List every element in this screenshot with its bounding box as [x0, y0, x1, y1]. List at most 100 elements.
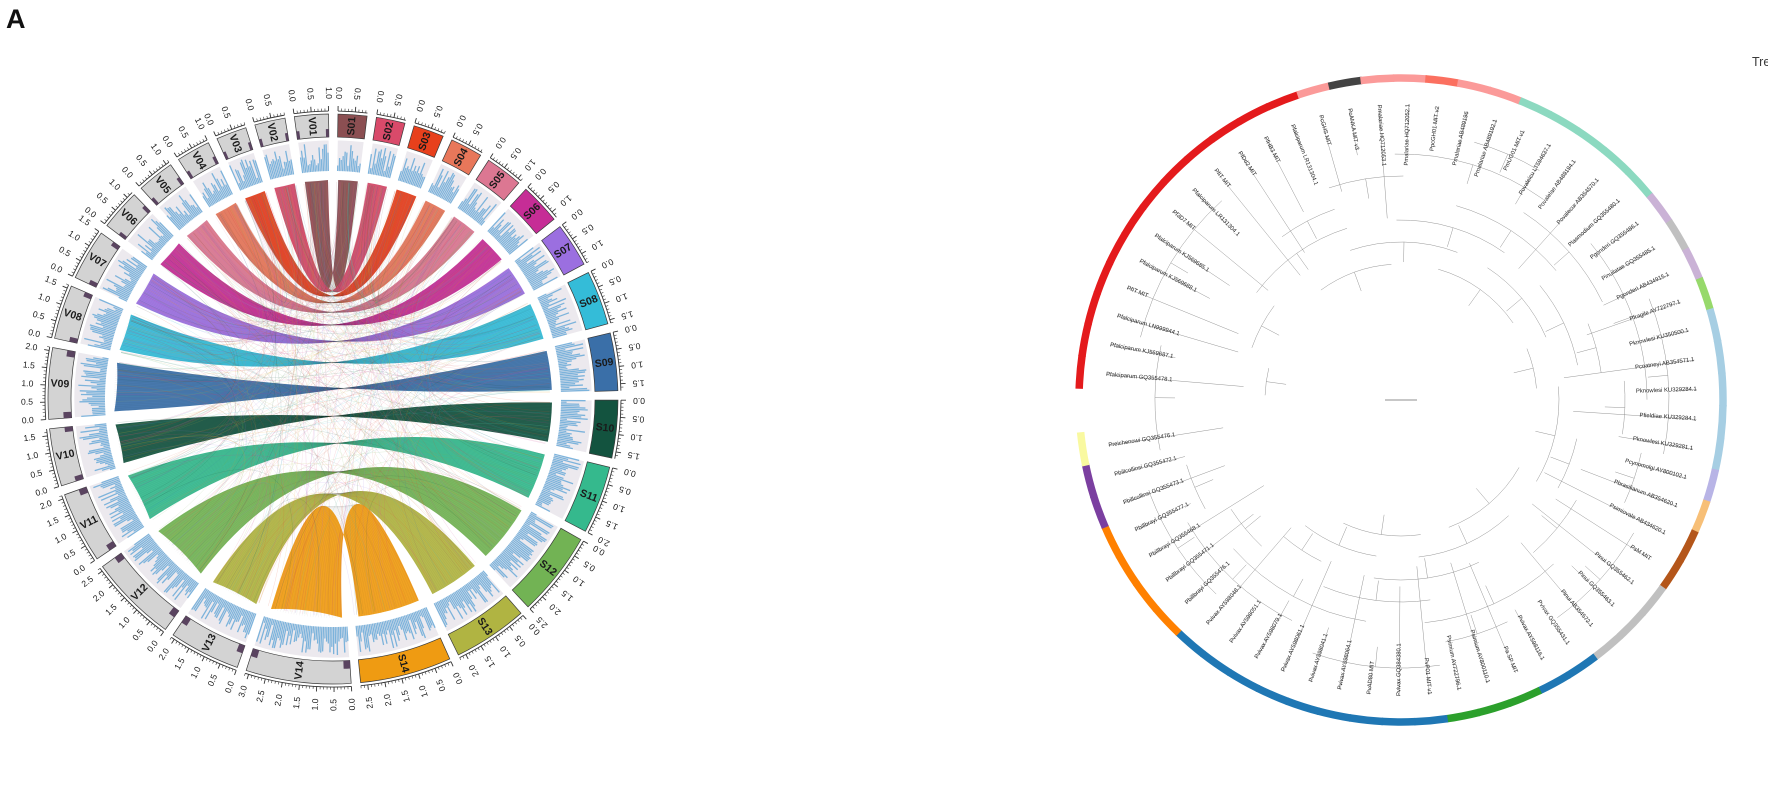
circos-ideogram-S12[interactable] — [511, 527, 582, 608]
tree-leaf-label[interactable]: Pgonderi GQ355486.1 — [1589, 221, 1640, 261]
tree-leaf-label[interactable]: PfIT MIT — [1126, 285, 1149, 299]
circos-ideogram-V03[interactable] — [216, 127, 254, 161]
circos-ideogram-V09[interactable] — [47, 347, 76, 420]
circos-ideogram-S10[interactable] — [588, 399, 619, 459]
circos-ideogram-V14[interactable] — [245, 648, 352, 685]
circos-segment-label-V14[interactable]: V14 — [292, 660, 306, 680]
tree-leaf-label[interactable]: Pbillbrayi GQ355477.1 — [1134, 502, 1190, 534]
circos-segment-label-S09[interactable]: S09 — [594, 356, 614, 370]
tree-leaf-label[interactable]: Pbillbrayi GQ355468.1 — [1148, 523, 1201, 559]
tree-leaf-label[interactable]: Pvivax AY598041.1 — [1308, 633, 1329, 683]
tree-leaf-label[interactable]: Pfalciparum KJ569688.1 — [1138, 259, 1198, 294]
circos-ideogram-V01[interactable] — [293, 113, 330, 140]
tree-leaf-label[interactable]: Pfalciparum KJ569687.1 — [1110, 342, 1174, 360]
tree-leaf-label[interactable]: Pvivax AY598048.1 — [1206, 584, 1244, 626]
tree-leaf-label[interactable]: Psimium AY800110.1 — [1468, 629, 1490, 684]
tree-leaf-label[interactable]: Pa SP MIT — [1502, 646, 1519, 675]
tree-leaf-label[interactable]: Pfalciparum GQ355478.1 — [1106, 372, 1173, 384]
circos-ideogram-S11[interactable] — [564, 461, 611, 532]
tree-leaf-label[interactable]: Pinui GQ355462.1 — [1593, 551, 1635, 586]
tree-leaf-label[interactable]: Pvivax GQ355431.1 — [1536, 599, 1571, 646]
tree-leaf-label[interactable]: Pbillbrayi GQ355471.1 — [1165, 543, 1216, 584]
tree-leaf-label[interactable]: Pvivax AY598116.1 — [1516, 615, 1545, 662]
tree-leaf-label[interactable]: Pbillcollinsi GQ355472.1 — [1114, 456, 1178, 478]
tree-leaf-label[interactable]: PcANKA MIT v3 — [1346, 108, 1359, 151]
circos-ideogram-S06[interactable] — [509, 188, 555, 235]
tree-leaf-label[interactable]: Pinuilatae GQ355485.1 — [1601, 246, 1657, 283]
circos-ideogram-S05[interactable] — [475, 159, 520, 201]
circos-ideogram-S03[interactable] — [407, 125, 444, 158]
tree-leaf-label[interactable]: Pknowlesi KU350500.1 — [1629, 328, 1690, 348]
tree-branch — [1450, 562, 1488, 684]
tree-leaf-label[interactable]: Pknowlesi KU329281.1 — [1632, 436, 1693, 452]
tree-leaf-label[interactable]: Pgonderi AB434915.1 — [1616, 272, 1670, 302]
tree-leaf-label[interactable]: Pfragile AY722797.1 — [1629, 299, 1681, 322]
circos-ideogram-V10[interactable] — [49, 425, 84, 487]
tree-leaf-label[interactable]: Pbrasilianum AB354620.1 — [1613, 479, 1678, 509]
tree-leaf-label[interactable]: PpcGH01 MIT v2 — [1430, 106, 1442, 151]
circos-segment-label-S03[interactable]: S03 — [416, 130, 434, 152]
tree-leaf-label[interactable]: Povaleicu LT594637.1 — [1518, 143, 1553, 196]
circos-segment-label-V09[interactable]: V09 — [50, 377, 69, 390]
circos-ideogram-S09[interactable] — [587, 332, 619, 392]
tree-leaf-label[interactable]: Pfieldiae KU329284.1 — [1639, 413, 1696, 423]
circos-ideogram-S07[interactable] — [541, 226, 585, 276]
circos-minor-link — [302, 183, 320, 614]
tree-leaf-label[interactable]: PvAD80 MIT — [1367, 660, 1377, 694]
circos-ideogram-S14[interactable] — [357, 637, 451, 684]
circos-ideogram-V12[interactable] — [102, 552, 180, 630]
tree-leaf-label[interactable]: Pfalciparum LR131304.1 — [1289, 124, 1318, 186]
circos-segment-label-V10[interactable]: V10 — [55, 447, 76, 463]
tree-leaf-label[interactable]: Pmalariae AB489192.1 — [1474, 119, 1499, 178]
circos-segment-label-V02[interactable]: V02 — [264, 122, 280, 143]
circos-ideogram-V07[interactable] — [74, 232, 121, 288]
circos-minor-link — [245, 200, 466, 307]
tree-leaf-label[interactable]: Pbillcollinsi GQ355473.1 — [1123, 478, 1185, 506]
tree-leaf-label[interactable]: PcGHS MIT — [1317, 114, 1331, 146]
circos-ideogram-S01[interactable] — [337, 113, 368, 140]
tree-leaf-label[interactable]: Pvivax AY598079.1 — [1254, 613, 1284, 660]
tree-leaf-label[interactable]: Pf3D7 MIT — [1171, 209, 1197, 232]
tree-leaf-label[interactable]: Pvivax AY598064.1 — [1337, 639, 1353, 690]
circos-ideogram-S04[interactable] — [441, 139, 482, 176]
tree-leaf-label[interactable]: Pknowlesi KU329284.1 — [1636, 387, 1697, 395]
tree-leaf-label[interactable]: PvP01 MIT v1 — [1423, 658, 1432, 695]
circos-ideogram-V04[interactable] — [178, 142, 219, 180]
tree-leaf-label[interactable]: Pvivax AY598061.1 — [1281, 624, 1307, 673]
circos-ideogram-V11[interactable] — [64, 486, 117, 560]
circos-segment-label-S10[interactable]: S10 — [595, 421, 615, 435]
tree-leaf-label[interactable]: PmUG01 MIT v1 — [1503, 129, 1527, 171]
circos-segment-label-S14[interactable]: S14 — [395, 653, 411, 674]
circos-ideogram-V06[interactable] — [106, 194, 151, 241]
tree-leaf-label[interactable]: Pfalciparum KJ569685.1 — [1153, 233, 1210, 274]
tree-leaf-label[interactable]: PfIT MIT — [1213, 168, 1232, 190]
circos-segment-label-S01[interactable]: S01 — [345, 116, 358, 136]
tree-leaf-label[interactable]: PsM MIT — [1629, 544, 1652, 562]
circos-ideogram-V08[interactable] — [54, 285, 93, 344]
circos-ideogram-S02[interactable] — [372, 116, 406, 146]
circos-ideogram-S08[interactable] — [567, 272, 609, 331]
tree-leaf-label[interactable]: PfHB3 MIT — [1262, 136, 1281, 165]
circos-histogram-bar — [422, 608, 432, 628]
circos-ideogram-V13[interactable] — [172, 615, 246, 668]
tree-leaf-label[interactable]: Pmalariae HQ712052.1 — [1404, 104, 1412, 166]
circos-ideogram-V05[interactable] — [140, 164, 185, 206]
tree-internal-branch — [1307, 220, 1317, 239]
tree-leaf-label[interactable]: Preichenowi GQ355476.1 — [1108, 432, 1176, 448]
tree-leaf-label[interactable]: Pfalciparum LR131304.1 — [1191, 188, 1241, 238]
tree-leaf-label[interactable]: Pvivax AY598051.1 — [1229, 599, 1263, 644]
circos-ideogram-S13[interactable] — [447, 595, 522, 656]
tree-leaf-label[interactable]: Pfalciparum LN999944.1 — [1116, 313, 1180, 337]
tree-leaf-label[interactable]: Pvivax GQ384380.1 — [1396, 643, 1402, 696]
tree-leaf-label[interactable]: Pcynomolgi AY800102.1 — [1624, 458, 1687, 481]
tree-leaf-label[interactable]: Pmalariae AB489196 — [1452, 110, 1470, 166]
tree-leaf-label[interactable]: Psimium AY722796.1 — [1445, 635, 1462, 691]
circos-segment-label-S02[interactable]: S02 — [381, 121, 397, 142]
tree-leaf-label[interactable]: Povalelae AB489194.1 — [1538, 159, 1578, 211]
tree-leaf-label[interactable]: Psimiovale AB434620.1 — [1608, 503, 1666, 536]
circos-segment-label-V01[interactable]: V01 — [306, 117, 319, 137]
tree-leaf-label[interactable]: Pinui AB354572.1 — [1559, 589, 1594, 629]
circos-segment-label-V08[interactable]: V08 — [62, 307, 84, 324]
tree-leaf-label[interactable]: Pmalariae HQ712053.1 — [1376, 105, 1387, 167]
tree-leaf-label[interactable]: PfDd2 MIT — [1236, 151, 1257, 178]
